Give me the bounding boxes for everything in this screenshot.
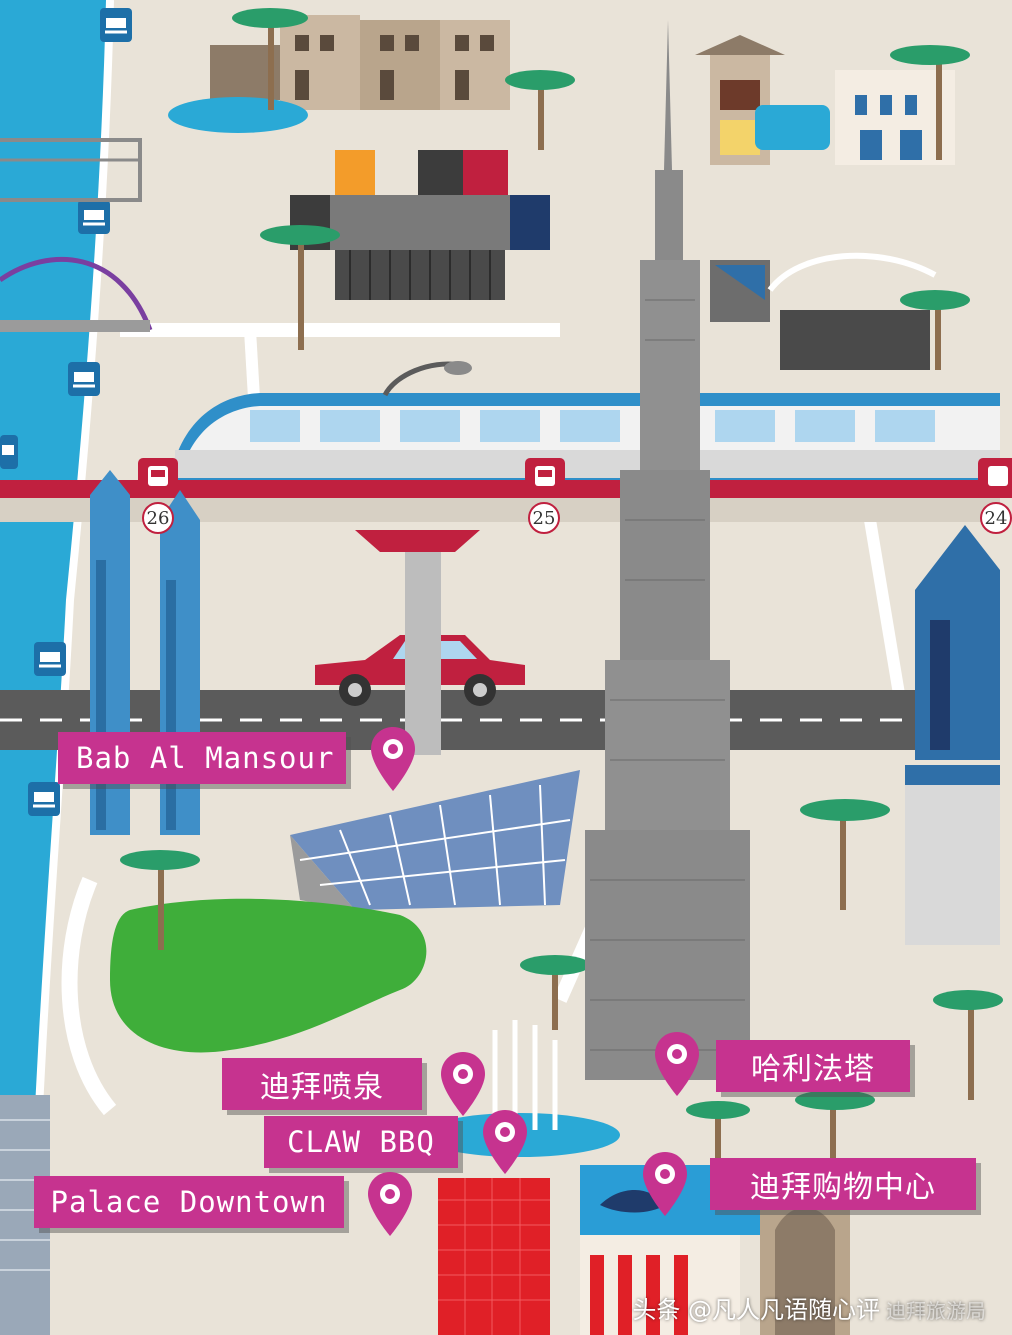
label-bab-al-mansour[interactable]: Bab Al Mansour: [58, 732, 346, 784]
metro-station-number: 24: [980, 502, 1012, 534]
map-pin-icon[interactable]: [640, 1150, 690, 1218]
map-pin-icon[interactable]: [438, 1050, 488, 1118]
metro-station-number: 25: [528, 502, 560, 534]
ferry-icon: [0, 435, 18, 469]
watermark: 头条 @凡人凡语随心评迪拜旅游局: [632, 1290, 986, 1325]
label-palace-downtown[interactable]: Palace Downtown: [34, 1176, 344, 1228]
emirates-towers-right: [905, 525, 1000, 945]
watermark-ghost: 迪拜旅游局: [886, 1299, 986, 1323]
metro-train: [170, 393, 1000, 480]
map-pin-icon[interactable]: [365, 1170, 415, 1238]
watermark-main: 头条 @凡人凡语随心评: [632, 1296, 880, 1324]
label-dubai-fountain[interactable]: 迪拜喷泉: [222, 1058, 422, 1110]
map-pin-icon[interactable]: [480, 1108, 530, 1176]
metro-station-icon: [525, 458, 565, 498]
metro-station-icon: [138, 458, 178, 498]
ferry-icon: [100, 8, 132, 42]
label-dubai-mall[interactable]: 迪拜购物中心: [710, 1158, 976, 1210]
ferry-icon: [34, 642, 66, 676]
burj-khalifa: [585, 20, 750, 1080]
label-claw-bbq[interactable]: CLAW BBQ: [264, 1116, 458, 1168]
palm-tree: [120, 8, 1003, 1170]
park-green: [110, 898, 427, 1053]
label-burj-khalifa[interactable]: 哈利法塔: [716, 1040, 910, 1092]
map-pin-icon[interactable]: [652, 1030, 702, 1098]
ferry-icon: [78, 200, 110, 234]
map-pin-icon[interactable]: [368, 725, 418, 793]
ferry-icon: [68, 362, 100, 396]
metro-station-number: 26: [142, 502, 174, 534]
metro-station-icon: [978, 458, 1012, 498]
ferry-icon: [28, 782, 60, 816]
